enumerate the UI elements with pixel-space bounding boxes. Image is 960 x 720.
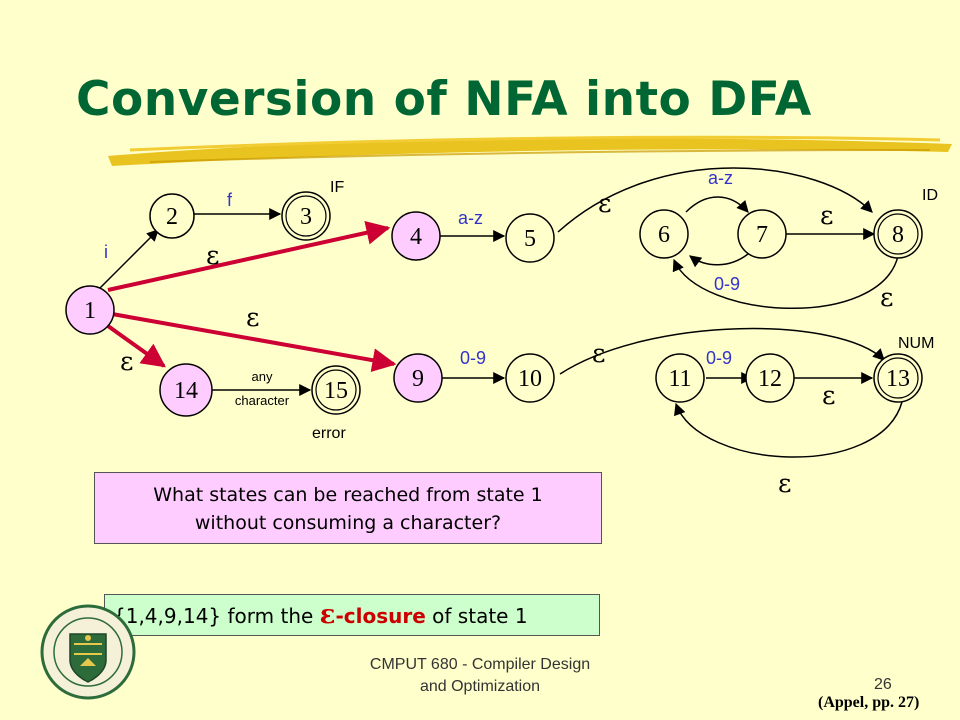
edge-1-4 (107, 220, 391, 292)
edge-6-7 (685, 196, 749, 213)
state-4: 4 (391, 211, 441, 261)
svg-text:5: 5 (524, 226, 536, 252)
svg-text:14: 14 (174, 378, 198, 404)
epsilon-12-13: ε (822, 381, 835, 411)
tag-id: ID (922, 187, 938, 204)
svg-text:1: 1 (84, 298, 96, 324)
answer-closure: -closure (335, 604, 426, 628)
state-13: 13 (873, 353, 923, 403)
svg-text:7: 7 (756, 222, 768, 248)
svg-text:2: 2 (166, 204, 178, 230)
state-1: 1 (65, 285, 115, 335)
svg-text:13: 13 (886, 366, 910, 392)
epsilon-8-6: ε (880, 283, 893, 313)
state-8: 8 (873, 209, 923, 259)
answer-suffix: of state 1 (425, 604, 528, 628)
edge-13-11 (674, 401, 903, 458)
label-a-z-4-5: a-z (458, 208, 483, 228)
epsilon-1-9: ε (246, 303, 259, 333)
question-line-2: without consuming a character? (194, 512, 502, 534)
epsilon-1-4: ε (206, 241, 219, 271)
state-10: 10 (505, 353, 555, 403)
slide-title: Conversion of NFA into DFA (76, 72, 812, 127)
state-3: 3 (281, 191, 331, 241)
footer-line-1: CMPUT 680 - Compiler Design (369, 656, 591, 673)
state-14: 14 (159, 363, 213, 417)
state-5: 5 (505, 213, 555, 263)
label-f: f (227, 190, 233, 210)
edge-1-9 (111, 312, 397, 373)
edge-5-8 (557, 167, 873, 233)
label-character: character (235, 393, 290, 408)
svg-text:8: 8 (892, 222, 904, 248)
label-0-9-9-10: 0-9 (460, 348, 486, 368)
epsilon-1-14: ε (120, 347, 133, 377)
svg-text:3: 3 (300, 204, 312, 230)
svg-text:15: 15 (324, 378, 348, 404)
state-7: 7 (737, 209, 787, 259)
state-6: 6 (639, 209, 689, 259)
svg-text:12: 12 (758, 366, 782, 392)
question-box: What states can be reached from state 1 … (94, 472, 602, 544)
footer-line-2: and Optimization (419, 678, 541, 695)
state-2: 2 (149, 193, 195, 239)
edge-1-14 (106, 324, 166, 368)
epsilon-7-8: ε (820, 201, 833, 231)
answer-box: {1,4,9,14} form the ε-closure of state 1 (104, 594, 600, 636)
edge-7-6 (689, 253, 749, 268)
page-number: 26 (874, 676, 892, 693)
svg-text:4: 4 (410, 224, 422, 250)
epsilon-13-11: ε (778, 469, 791, 499)
label-a-z-6-7: a-z (708, 168, 733, 188)
state-11: 11 (655, 353, 705, 403)
state-12: 12 (745, 353, 795, 403)
edge-1-2 (99, 229, 159, 289)
university-crest-logo (40, 604, 136, 700)
svg-text:9: 9 (412, 366, 424, 392)
label-0-9-11-12: 0-9 (706, 348, 732, 368)
edge-8-6 (672, 255, 899, 309)
state-9: 9 (393, 353, 443, 403)
label-i: i (104, 242, 108, 262)
state-15: 15 (311, 365, 361, 415)
citation: (Appel, pp. 27) (818, 694, 920, 711)
svg-text:10: 10 (518, 366, 542, 392)
epsilon-5-6: ε (598, 189, 611, 219)
tag-if: IF (330, 179, 344, 196)
tag-num: NUM (898, 335, 934, 352)
svg-text:6: 6 (658, 222, 670, 248)
label-any: any (252, 369, 273, 384)
answer-epsilon: ε (319, 600, 336, 630)
answer-prefix: {1,4,9,14} form the (113, 604, 320, 628)
edge-10-13 (559, 327, 885, 375)
tag-error: error (312, 425, 346, 442)
epsilon-10-11: ε (592, 339, 605, 369)
question-line-1: What states can be reached from state 1 (153, 484, 543, 506)
label-0-9-7-6: 0-9 (714, 274, 740, 294)
footer-course: CMPUT 680 - Compiler Design and Optimiza… (330, 654, 630, 698)
svg-text:11: 11 (668, 366, 691, 392)
